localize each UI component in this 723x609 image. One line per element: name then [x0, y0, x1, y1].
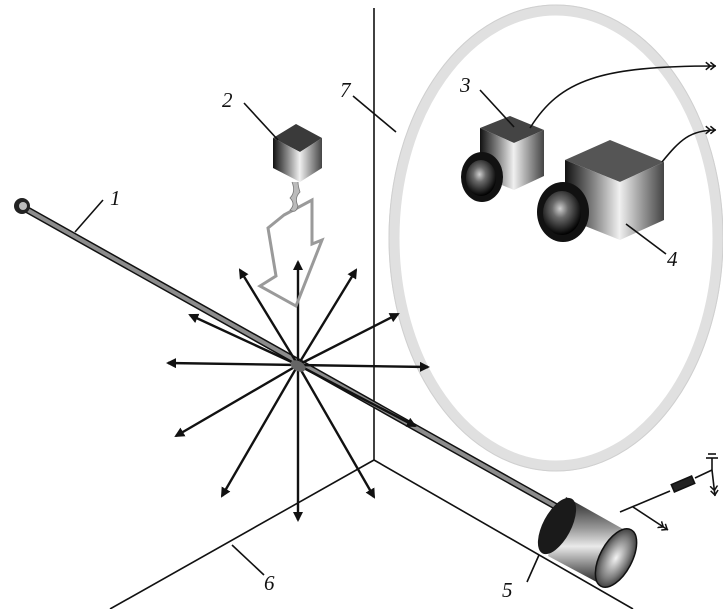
labels: 1 2 3 4 5 6 7 — [110, 73, 678, 602]
planes — [109, 8, 634, 609]
detector-cylinder-icon — [537, 497, 638, 588]
ground-symbol-icon — [619, 453, 718, 530]
label-source: 2 — [222, 88, 233, 112]
emission-arrows — [165, 259, 431, 523]
detector-ring — [388, 4, 723, 472]
label-rod: 1 — [110, 186, 121, 210]
camera-icon — [537, 140, 664, 242]
incoming-beam-arrow — [257, 197, 325, 309]
floor-edge-right — [373, 459, 634, 609]
label-camera-small: 3 — [459, 73, 471, 97]
camera-cables — [529, 66, 716, 163]
label-detector: 5 — [502, 578, 513, 602]
label-camera-large: 4 — [667, 247, 678, 271]
label-floor-plane: 6 — [264, 571, 275, 595]
floor-edge-left — [109, 459, 375, 609]
cube-source-icon — [273, 124, 322, 212]
label-wall-plane: 7 — [340, 78, 352, 102]
camera-icon — [461, 116, 544, 202]
label-leaders — [74, 89, 667, 583]
impact-point — [290, 360, 306, 372]
